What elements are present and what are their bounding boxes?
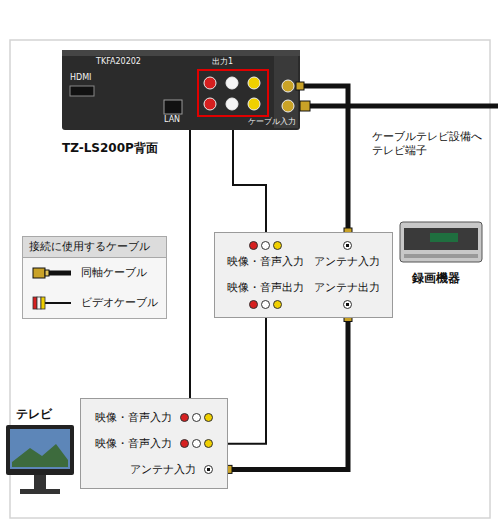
jack-group: 映像・音声出力	[227, 281, 304, 309]
tv-base	[20, 489, 60, 494]
jack-group: 映像・音声入力	[95, 411, 213, 425]
video-cable	[228, 318, 266, 444]
legend-box: 接続に使用するケーブル同軸ケーブルビデオケーブル	[22, 236, 167, 319]
coax-connector	[300, 101, 310, 111]
antenna-jack-icon	[204, 465, 213, 474]
jack-group: アンテナ入力	[314, 241, 380, 269]
antenna-jack-icon	[343, 241, 352, 250]
highlight-box	[198, 70, 268, 116]
recorder-front	[404, 228, 478, 250]
rca-jack-icon	[249, 300, 258, 309]
jack-label: 映像・音声入力	[95, 437, 172, 451]
legend-title: 接続に使用するケーブル	[29, 240, 160, 254]
jack-group: 映像・音声入力	[95, 437, 213, 451]
set-top-box-back	[62, 50, 300, 130]
recorder-panel: 映像・音声入力アンテナ入力映像・音声出力アンテナ出力	[214, 232, 393, 318]
port-label: ケーブル入力	[248, 118, 296, 127]
model-code: TKFA20202	[96, 58, 141, 67]
cable-destination-note: ケーブルテレビ設備へ テレビ端子	[372, 130, 494, 159]
tv-illustration	[6, 425, 74, 494]
recorder-illustration	[400, 222, 482, 262]
jack-group: 映像・音声入力	[227, 241, 304, 269]
antenna-jack-icon	[343, 300, 352, 309]
jack-label: アンテナ出力	[314, 281, 380, 295]
coax-cable	[228, 318, 348, 470]
coax-port	[282, 100, 294, 112]
video-cable	[189, 130, 191, 398]
rca-jack	[204, 77, 216, 89]
set-top-box: TZ-LS200P背面TKFA20202HDMILAN出力1ケーブル入力	[62, 50, 300, 130]
video-cable-sample	[31, 296, 73, 310]
rca-jack-icon	[261, 241, 270, 250]
tv-screen	[10, 429, 70, 469]
tv-panel: 映像・音声入力映像・音声入力アンテナ入力	[80, 398, 228, 489]
rca-jack-icon	[273, 300, 282, 309]
coax-cable	[300, 104, 498, 109]
tv-stand	[34, 475, 46, 489]
jack-icons	[249, 300, 282, 309]
rca-jack-icon	[261, 300, 270, 309]
rca-jack-icon	[180, 413, 189, 422]
rca-jack	[248, 98, 260, 110]
legend-row: ビデオケーブル	[23, 288, 166, 318]
rca-jack	[226, 98, 238, 110]
recorder-body	[400, 222, 482, 262]
rca-jack-icon	[204, 439, 213, 448]
rca-jack-icon	[180, 439, 189, 448]
rca-jack-icon	[192, 439, 201, 448]
recorder-tray	[404, 254, 478, 258]
legend-row: 同軸ケーブル	[23, 258, 166, 288]
coax-connector	[296, 82, 304, 90]
legend-title-bar: 接続に使用するケーブル	[23, 237, 166, 258]
jack-label: アンテナ入力	[314, 255, 380, 269]
rca-jack	[204, 98, 216, 110]
tv-screen-picture	[12, 444, 68, 467]
jack-label: 映像・音声入力	[227, 255, 304, 269]
jack-icons	[180, 413, 213, 422]
device-name: テレビ	[16, 406, 52, 423]
port-label: LAN	[164, 116, 180, 125]
rca-jack-icon	[273, 241, 282, 250]
device-top-strip	[62, 50, 300, 56]
tv-frame	[6, 425, 74, 475]
rca-jack	[226, 77, 238, 89]
jack-icons	[204, 465, 213, 474]
lan-port	[164, 100, 182, 114]
legend-text: 同軸ケーブル	[81, 266, 147, 280]
jack-group: アンテナ入力	[130, 463, 213, 477]
recorder-display	[430, 233, 458, 242]
jack-label: 映像・音声出力	[227, 281, 304, 295]
coax-cable	[300, 86, 348, 232]
rca-jack	[248, 77, 260, 89]
jack-icons	[249, 241, 282, 250]
device-name: 録画機器	[412, 270, 460, 287]
port-label: 出力1	[212, 58, 233, 67]
port-label: HDMI	[70, 74, 91, 83]
coax-cable-sample	[31, 266, 73, 280]
device-body	[62, 50, 300, 130]
jack-label: アンテナ入力	[130, 463, 196, 477]
rca-jack-icon	[249, 241, 258, 250]
legend-text: ビデオケーブル	[81, 296, 158, 310]
video-cable	[233, 130, 266, 232]
catv-cable	[300, 101, 498, 111]
jack-icons	[343, 300, 352, 309]
jack-icons	[180, 439, 213, 448]
rca-jack-icon	[192, 413, 201, 422]
device-title: TZ-LS200P背面	[62, 142, 158, 155]
page-frame	[10, 40, 490, 518]
hdmi-port	[70, 86, 94, 96]
jack-icons	[343, 241, 352, 250]
coax-port	[282, 80, 294, 92]
jack-group: アンテナ出力	[314, 281, 380, 309]
rca-jack-icon	[204, 413, 213, 422]
jack-label: 映像・音声入力	[95, 411, 172, 425]
